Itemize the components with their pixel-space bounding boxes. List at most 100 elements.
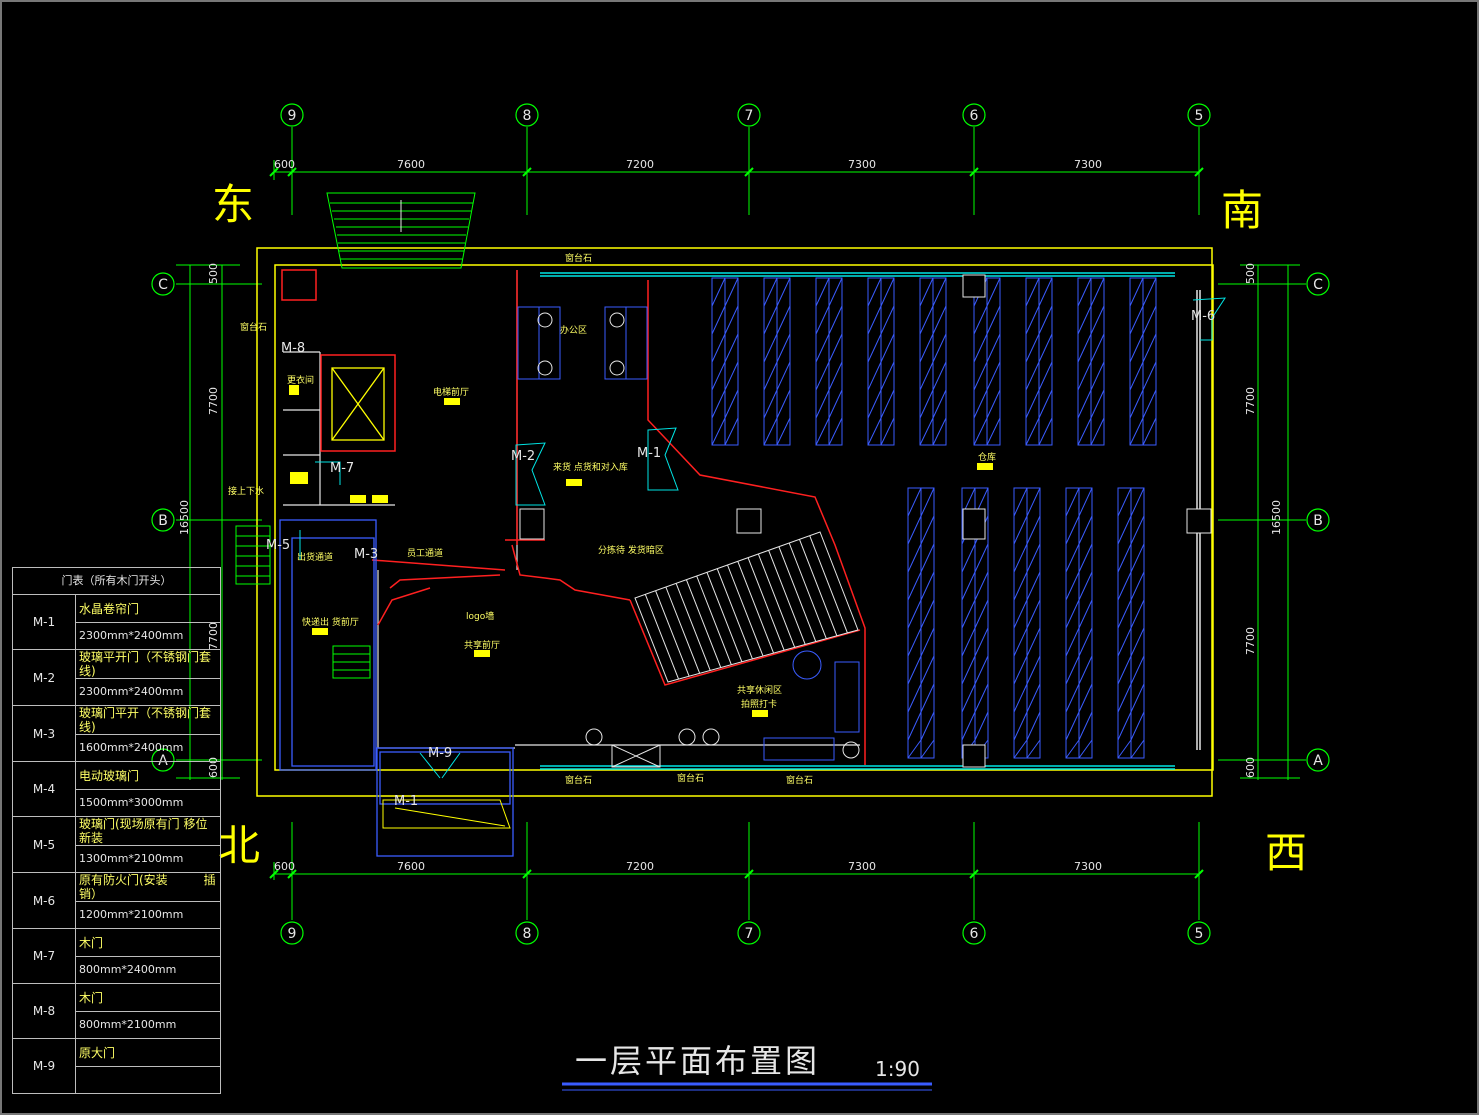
door-tag-m5: M-5	[266, 538, 290, 553]
bottom-dim-2: 7200	[626, 860, 654, 873]
axis-b-right: B	[1313, 513, 1323, 529]
red-partitions	[281, 269, 866, 765]
photo-spot-label: 拍照打卡	[741, 698, 777, 710]
office-desks	[517, 306, 648, 380]
door-name: 木门	[75, 928, 221, 957]
logo-wall-label: logo墙	[466, 610, 494, 622]
direction-east: 东	[212, 180, 254, 229]
bottom-dim-0: 600	[274, 860, 295, 873]
blue-walls	[279, 519, 514, 857]
sill-bottom-3-label: 窗台石	[786, 774, 813, 786]
axis-8-top: 8	[523, 108, 532, 124]
right-dim-0: 500	[1244, 263, 1257, 284]
left-dim-0: 500	[207, 263, 220, 284]
door-name: 水晶卷帘门	[75, 594, 221, 623]
axis-b-left: B	[158, 513, 168, 529]
door-name: 原大门	[75, 1038, 221, 1067]
left-dim-1: 7700	[207, 387, 220, 415]
office-label: 办公区	[560, 324, 587, 336]
axis-9-bottom: 9	[288, 926, 297, 942]
sill-bottom-2-label: 窗台石	[677, 772, 704, 784]
dimension-lines	[176, 127, 1306, 920]
door-name: 木门	[75, 983, 221, 1012]
top-dim-2: 7200	[626, 158, 654, 171]
left-total-dim: 16500	[178, 500, 191, 535]
direction-south: 南	[1221, 186, 1263, 235]
door-tag-m6: M-6	[1191, 309, 1215, 324]
axis-7-top: 7	[745, 108, 754, 124]
door-size: 1600mm*2400mm	[75, 734, 221, 762]
door-name: 原有防火门(安装 插销）	[75, 872, 221, 902]
area-tags	[312, 398, 993, 717]
right-dim-2: 7700	[1244, 627, 1257, 655]
sorting-label: 分拣待 发货暗区	[598, 544, 664, 556]
direction-north: 北	[218, 821, 260, 870]
door-tag-m3: M-3	[354, 547, 378, 562]
door-code: M-2	[12, 649, 76, 706]
door-code: M-7	[12, 928, 76, 984]
top-dim-4: 7300	[1074, 158, 1102, 171]
lounge-furniture	[585, 650, 860, 768]
door-size: 800mm*2100mm	[75, 1011, 221, 1039]
axis-a-right: A	[1313, 753, 1323, 769]
entrance-steps-top	[326, 192, 476, 269]
sill-bottom-1-label: 窗台石	[565, 774, 592, 786]
door-swings	[299, 297, 1226, 829]
sorting-ramp	[634, 531, 859, 683]
door-name: 玻璃平开门（不锈钢门套线)	[75, 649, 221, 679]
bottom-dim-3: 7300	[848, 860, 876, 873]
door-code: M-5	[12, 816, 76, 873]
door-tag-m2: M-2	[511, 449, 535, 464]
door-code: M-6	[12, 872, 76, 929]
door-size: 1500mm*3000mm	[75, 789, 221, 817]
axis-c-left: C	[158, 277, 168, 293]
door-size	[75, 1066, 221, 1094]
door-size: 1300mm*2100mm	[75, 845, 221, 873]
drawing-scale: 1:90	[875, 1057, 920, 1081]
dressing-label: 更衣间	[287, 374, 314, 386]
top-dim-1: 7600	[397, 158, 425, 171]
sanitary-fixtures	[289, 385, 388, 503]
door-size: 800mm*2400mm	[75, 956, 221, 984]
structural-columns	[519, 274, 1212, 768]
direction-west: 西	[1265, 828, 1307, 877]
door-schedule-title: 门表（所有木门开头）	[12, 567, 221, 595]
staff-corridor-label: 员工通道	[407, 547, 443, 559]
door-code: M-1	[12, 594, 76, 650]
drain-label: 接上下水	[228, 485, 264, 497]
axis-7-bottom: 7	[745, 926, 754, 942]
axis-6-top: 6	[970, 108, 979, 124]
axis-5-bottom: 5	[1195, 926, 1204, 942]
drawing-title: 一层平面布置图	[575, 1042, 820, 1080]
axis-c-right: C	[1313, 277, 1323, 293]
door-tag-m9: M-9	[428, 746, 452, 761]
axis-9-top: 9	[288, 108, 297, 124]
door-code: M-4	[12, 761, 76, 817]
side-stairs	[235, 525, 371, 679]
sill-top-label: 窗台石	[565, 252, 592, 264]
bottom-dim-4: 7300	[1074, 860, 1102, 873]
ship-corridor-label: 出货通道	[297, 551, 333, 563]
door-code: M-8	[12, 983, 76, 1039]
axis-6-bottom: 6	[970, 926, 979, 942]
axis-5-top: 5	[1195, 108, 1204, 124]
right-dim-3: 600	[1244, 757, 1257, 778]
elevator-hall-label: 电梯前厅	[433, 386, 469, 398]
sill-left-label: 窗台石	[240, 321, 267, 333]
door-size: 2300mm*2400mm	[75, 622, 221, 650]
door-tag-m1-front: M-1	[394, 794, 418, 809]
top-dim-0: 600	[274, 158, 295, 171]
right-total-dim: 16500	[1270, 500, 1283, 535]
door-tag-m7: M-7	[330, 461, 354, 476]
door-name: 电动玻璃门	[75, 761, 221, 790]
